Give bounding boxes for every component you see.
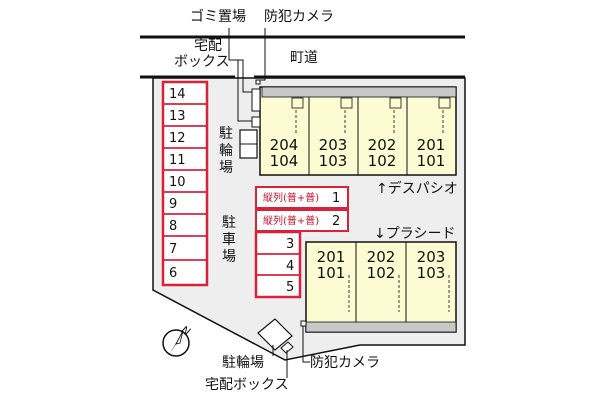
tandem-label: 縦列(普+普) [263, 191, 319, 204]
upper-unit-1-bottom: 104 [270, 152, 299, 170]
tandem-label: 縦列(普+普) [263, 214, 319, 227]
camera-top-label: 防犯カメラ [264, 9, 334, 25]
upper-building [259, 86, 457, 176]
upper-unit-4-bottom: 101 [417, 152, 446, 170]
lower-unit-2-bottom: 102 [367, 264, 396, 282]
upper-unit-3-bottom: 102 [368, 152, 397, 170]
parking-label-2: 車 [222, 231, 236, 248]
tandem-number: 1 [332, 191, 340, 206]
lower-unit-3-bottom: 103 [417, 264, 446, 282]
bike-left-label-2: 輪 [219, 142, 233, 159]
camera-bottom-label: 防犯カメラ [310, 355, 380, 371]
leader-garbage [228, 28, 252, 93]
building-lower-name: ↓プラシード [374, 226, 455, 242]
delivery-box-top [251, 88, 261, 128]
camera-bottom-icon [300, 320, 307, 327]
upper-unit-4-top: 201 [417, 136, 446, 154]
leader-camera-bottom [302, 326, 310, 363]
slot-number: 12 [169, 131, 186, 146]
upper-unit-3-top: 202 [368, 136, 397, 154]
compass-icon: N [162, 323, 193, 357]
mid-parking-slot: 5 [255, 274, 301, 298]
slot-number: 8 [169, 219, 177, 234]
slot-number: 10 [169, 175, 186, 190]
slot-number: 3 [286, 237, 294, 252]
slot-number: 9 [169, 197, 177, 212]
bike-parking-bottom [257, 318, 294, 354]
leader-delivery-top [237, 60, 252, 122]
left-parking-slot: 6 [162, 259, 208, 286]
lower-unit-2-top: 202 [367, 248, 396, 266]
tandem-slot: 縦列(普+普) 1 [255, 186, 349, 209]
camera-top-icon [255, 79, 261, 85]
garbage-label: ゴミ置場 [190, 8, 246, 25]
bike-parking-left [239, 129, 258, 159]
delivery-bottom-label: 宅配ボックス [205, 377, 289, 393]
parking-label-3: 場 [222, 249, 236, 265]
tandem-number: 2 [332, 214, 340, 229]
slot-number: 5 [286, 280, 294, 295]
delivery-top-label-2: ボックス [174, 54, 230, 70]
leader-camera-top [258, 28, 266, 81]
upper-unit-2-top: 203 [319, 136, 348, 154]
delivery-top-label-1: 宅配 [194, 38, 222, 54]
slot-number: 14 [169, 87, 186, 102]
lower-unit-3-top: 203 [417, 248, 446, 266]
road-label: 町道 [290, 50, 318, 66]
bike-left-label-1: 駐 [219, 126, 233, 142]
upper-unit-2-bottom: 103 [319, 152, 348, 170]
bike-bottom-label: 駐輪場 [222, 354, 264, 371]
slot-number: 4 [286, 259, 294, 274]
building-upper-name: ↑デスパシオ [376, 180, 458, 197]
slot-number: 7 [169, 242, 177, 257]
lower-unit-1-bottom: 101 [317, 264, 346, 282]
lower-building [305, 241, 457, 333]
parking-label-1: 駐 [222, 215, 236, 231]
upper-unit-1-top: 204 [270, 136, 299, 154]
slot-number: 13 [169, 109, 186, 124]
bike-left-label-3: 場 [219, 160, 233, 176]
tandem-slot: 縦列(普+普) 2 [255, 209, 349, 232]
slot-number: 6 [169, 266, 177, 281]
mid-parking-column [254, 230, 302, 299]
lower-unit-1-top: 201 [317, 248, 346, 266]
slot-number: 11 [169, 153, 186, 168]
